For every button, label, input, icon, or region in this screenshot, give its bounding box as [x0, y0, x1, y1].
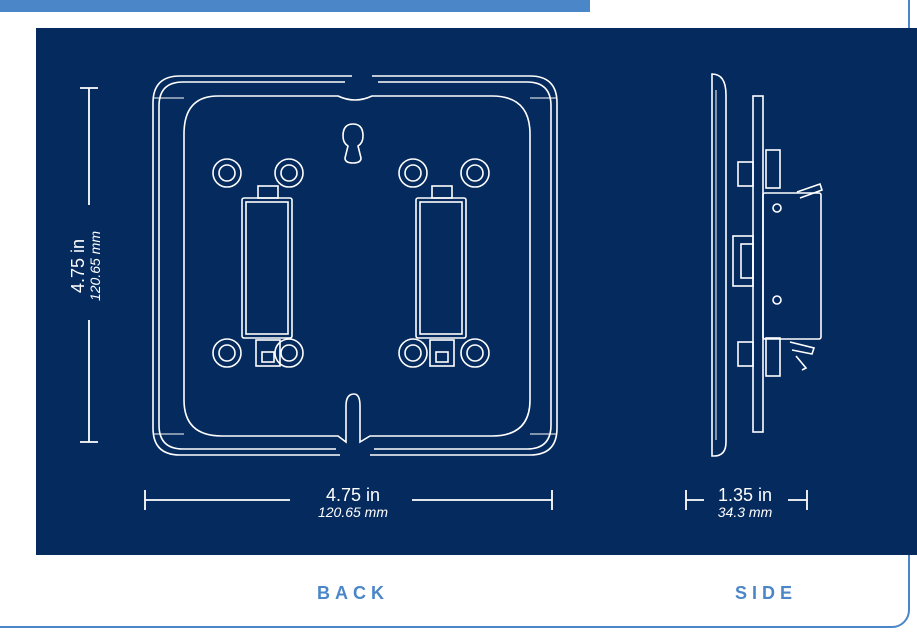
side-view-plate — [711, 73, 824, 457]
depth-inches: 1.35 in — [717, 485, 773, 505]
screw-bosses — [212, 158, 490, 368]
height-inches: 4.75 in — [68, 238, 88, 294]
width-mm: 120.65 mm — [317, 504, 389, 520]
width-dimension: 4.75 in 120.65 mm — [298, 486, 408, 519]
side-view-label: SIDE — [735, 583, 798, 603]
dimension-lines — [80, 87, 808, 510]
back-view-label: BACK — [317, 583, 389, 603]
switch-bodies — [241, 185, 467, 367]
back-view-plate — [152, 75, 558, 456]
drawing-panel — [36, 28, 917, 555]
header-bar — [0, 0, 590, 12]
depth-mm: 34.3 mm — [717, 504, 773, 520]
depth-dimension: 1.35 in 34.3 mm — [700, 486, 790, 519]
height-mm: 120.65 mm — [87, 230, 103, 302]
width-inches: 4.75 in — [325, 485, 381, 505]
height-dimension: 4.75 in 120.65 mm — [68, 216, 109, 316]
